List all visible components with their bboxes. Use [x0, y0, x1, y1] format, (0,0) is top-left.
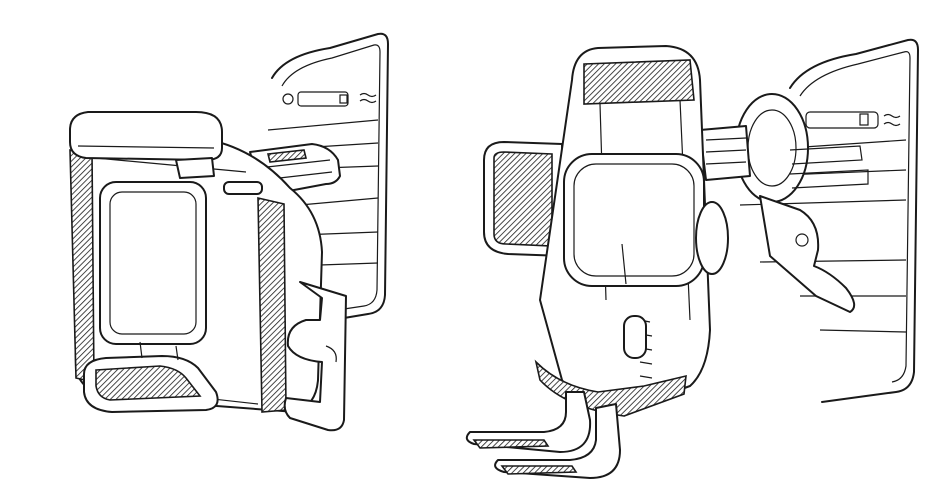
bottom-support-feet [465, 391, 621, 479]
side-hook-bracket [283, 281, 347, 432]
mount-side-view [69, 32, 389, 432]
charging-pad [563, 153, 705, 287]
top-clamp-cap [69, 111, 263, 195]
ball-joint-clip [699, 93, 869, 313]
release-button [223, 181, 263, 195]
phone-cradle-body [69, 137, 323, 413]
bottom-support-foot [83, 341, 219, 413]
phone-cradle-body [534, 45, 729, 417]
charging-pad [99, 181, 207, 345]
release-button [623, 315, 647, 359]
mount-front-view [465, 38, 919, 479]
air-vent-panel [739, 38, 919, 403]
left-grip-arm [483, 141, 565, 257]
